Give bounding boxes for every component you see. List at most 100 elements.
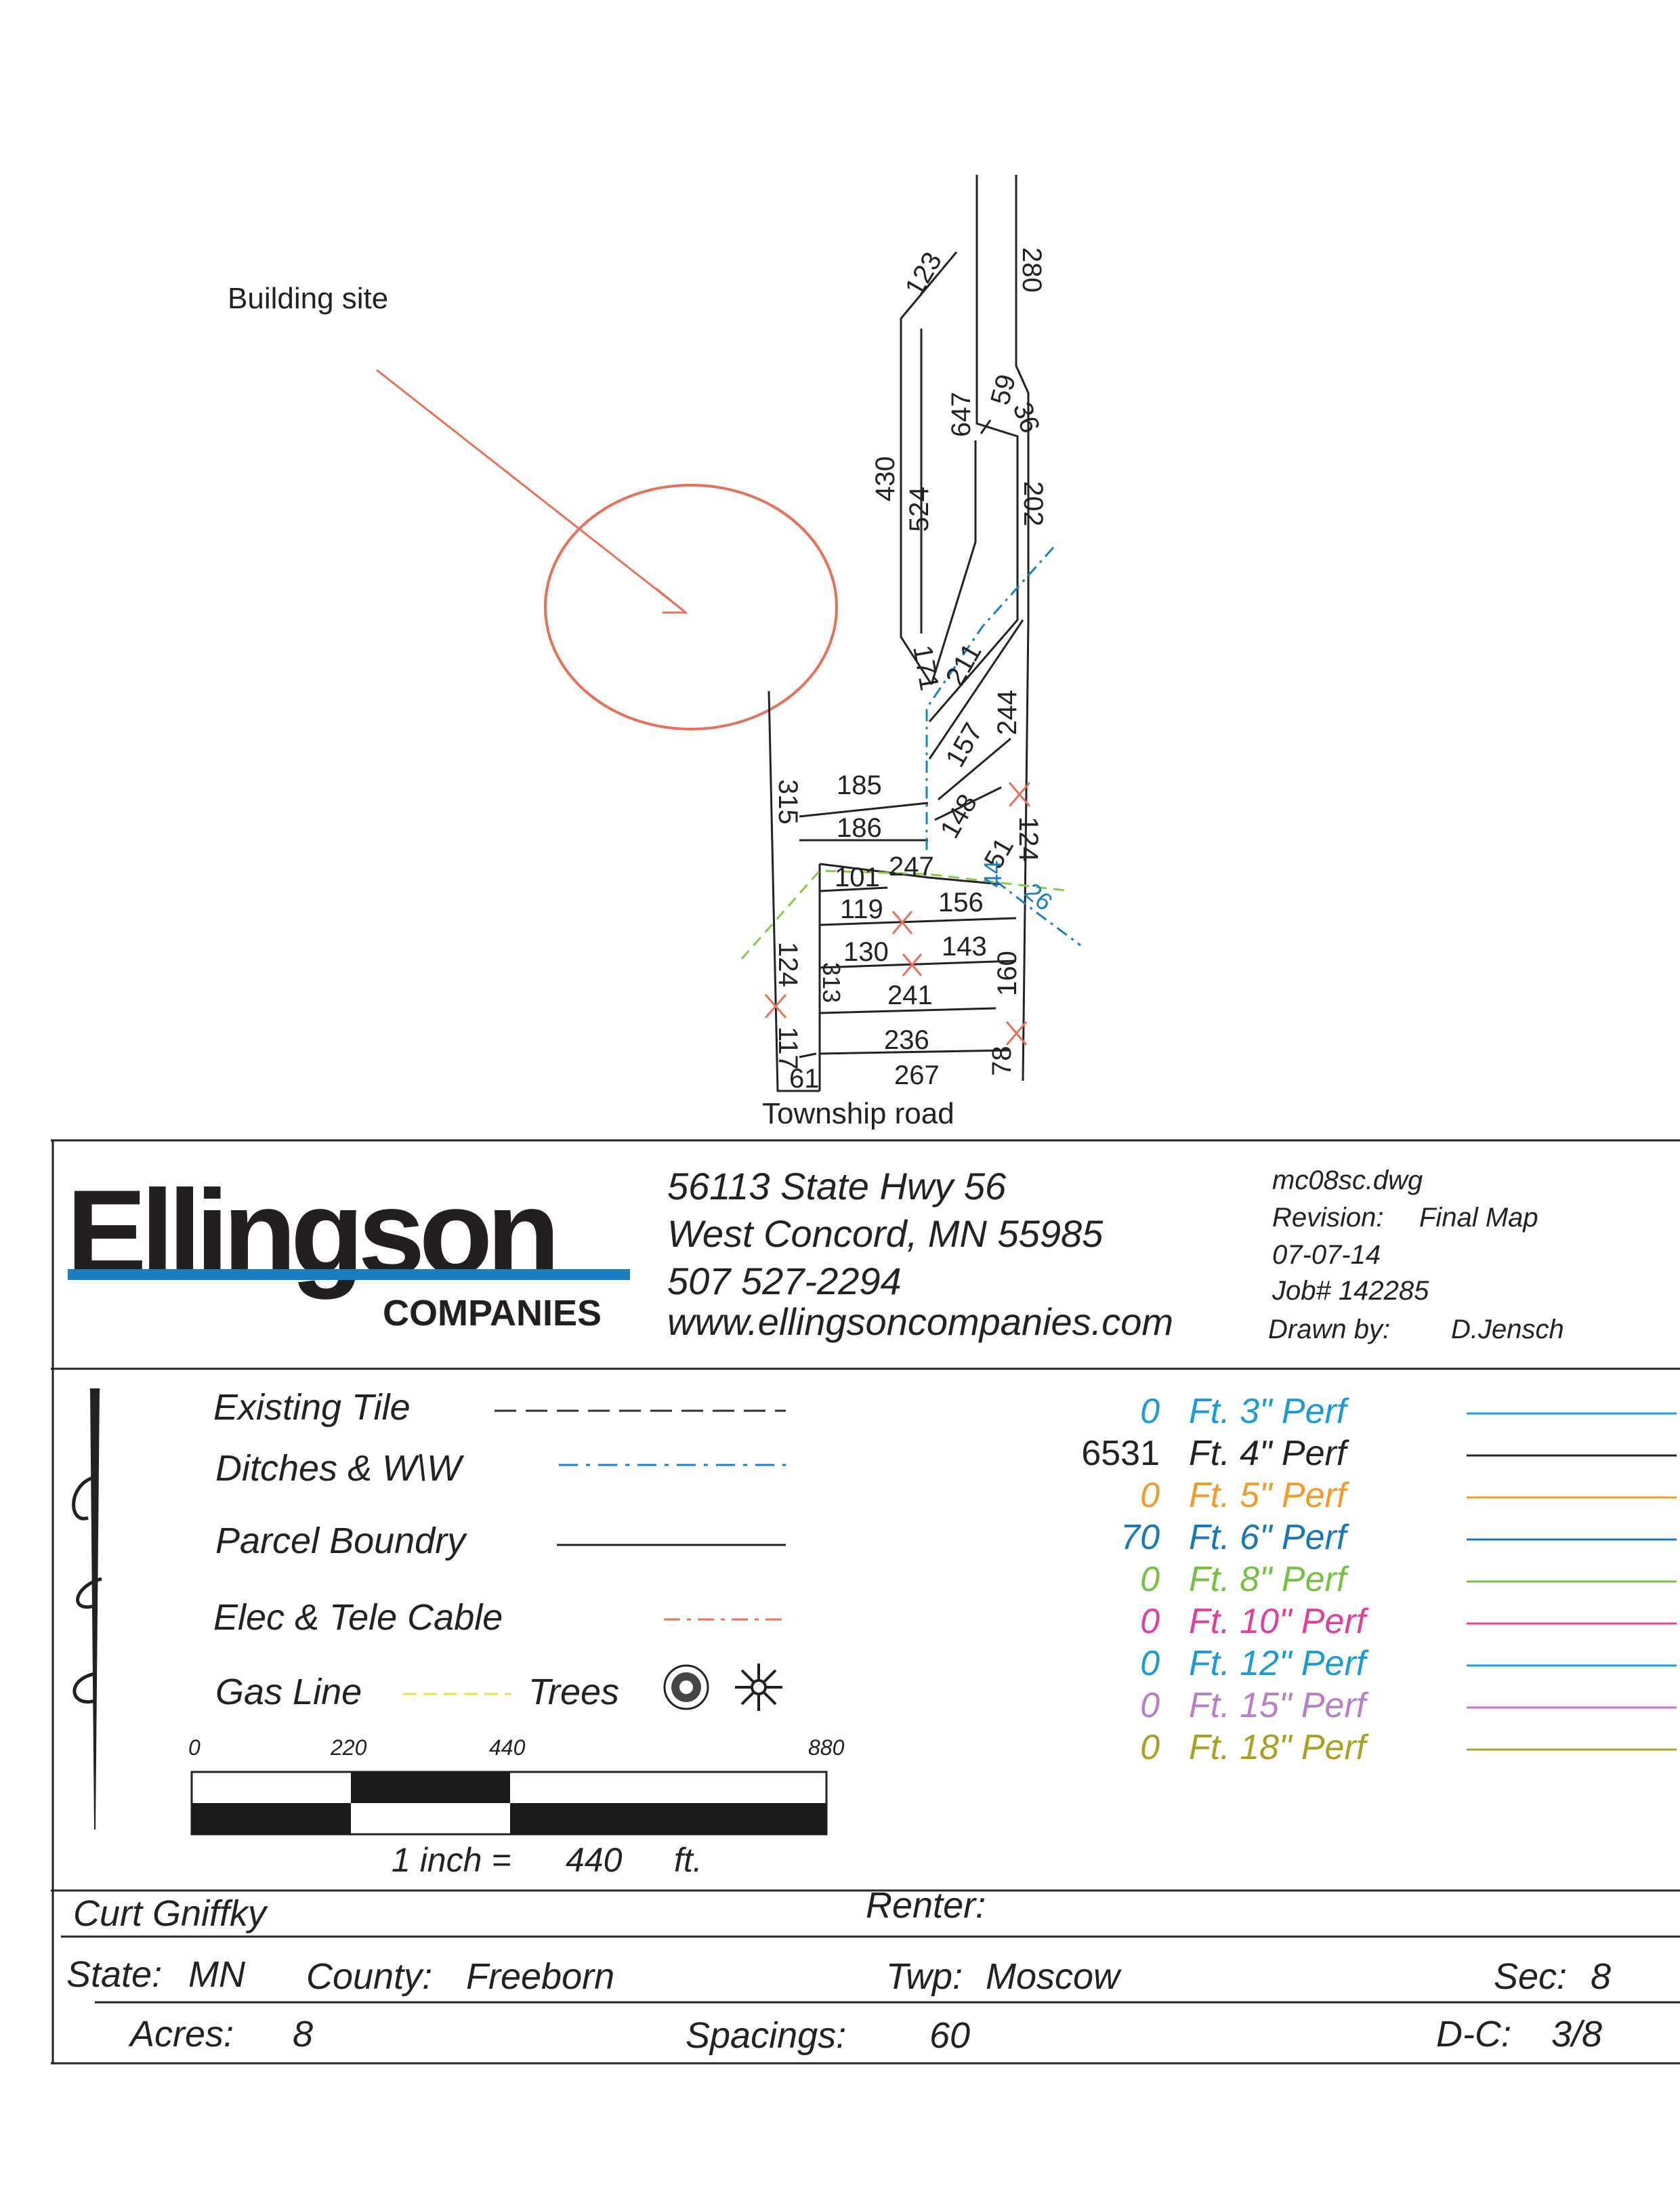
sec-value: 8 (1591, 1956, 1611, 1997)
dim-label: 124 (1013, 817, 1043, 862)
parcel-boundary (768, 175, 1030, 1092)
scale-bar: 0 220 440 880 1 inch = 440 ft. (188, 1735, 845, 1879)
company-logo: Ellingson COMPANIES (66, 1165, 630, 1334)
perf-label: Ft. 15" Perf (1189, 1686, 1369, 1725)
dim-label: 156 (938, 888, 984, 917)
dim-label: 185 (837, 770, 882, 800)
perf-label: Ft. 18" Perf (1189, 1728, 1369, 1767)
drawing-date: 07-07-14 (1272, 1240, 1381, 1270)
company-address-1: 56113 State Hwy 56 (667, 1165, 1007, 1207)
company-address-2: West Concord, MN 55985 (667, 1212, 1104, 1255)
company-contact: 56113 State Hwy 56 West Concord, MN 5598… (667, 1165, 1173, 1343)
perf-amount: 0 (1140, 1728, 1160, 1767)
dc-label: D-C: (1436, 2014, 1511, 2054)
tree-deciduous-icon (663, 1664, 709, 1710)
logo-water-bar (68, 1269, 630, 1280)
perf-label: Ft. 6" Perf (1189, 1518, 1349, 1557)
dim-label: 315 (773, 779, 803, 825)
twp-value: Moscow (986, 1956, 1122, 1997)
dim-label: 202 (1018, 481, 1048, 526)
legend-ditches: Ditches & W\W (215, 1448, 465, 1489)
perf-row: 0 Ft. 3" Perf (1140, 1392, 1677, 1431)
perf-amount: 0 (1140, 1602, 1160, 1641)
township-road-label: Township road (762, 1097, 954, 1130)
spacings-label: Spacings: (686, 2015, 846, 2056)
cable-crossings (764, 782, 1031, 1046)
perf-label: Ft. 8" Perf (1189, 1560, 1349, 1599)
sec-label: Sec: (1494, 1956, 1567, 1997)
dim-label: 130 (843, 937, 889, 967)
scale-tick: 0 (188, 1735, 201, 1760)
dim-label: 280 (1017, 247, 1047, 293)
acres-label: Acres: (128, 2014, 234, 2054)
dim-label: 430 (870, 456, 900, 501)
perf-row: 0 Ft. 8" Perf (1140, 1560, 1677, 1599)
spacings-value: 60 (929, 2015, 970, 2056)
twp-label: Twp: (886, 1956, 963, 1997)
owner-name: Curt Gniffky (73, 1893, 268, 1934)
state-value: MN (188, 1954, 246, 1995)
dim-label: 124 (773, 942, 803, 987)
gas-line (740, 869, 1071, 959)
dim-label: 647 (946, 392, 976, 437)
building-site-arrow (376, 369, 685, 613)
building-site-circle (544, 484, 838, 730)
renter-label: Renter: (866, 1885, 986, 1926)
dim-label: 186 (837, 813, 882, 843)
perf-label: Ft. 3" Perf (1189, 1392, 1349, 1431)
logo-subtitle: COMPANIES (383, 1293, 602, 1334)
scale-text: 1 inch = (392, 1841, 511, 1879)
file-name: mc08sc.dwg (1272, 1165, 1423, 1195)
perf-amount: 0 (1140, 1476, 1160, 1515)
legend-elec: Elec & Tele Cable (213, 1597, 503, 1638)
perf-amount: 0 (1140, 1560, 1160, 1599)
dim-label: 119 (840, 894, 883, 924)
job-number: Job# 142285 (1272, 1276, 1429, 1306)
dim-label: 524 (904, 487, 934, 532)
perf-row: 0 Ft. 15" Perf (1140, 1686, 1677, 1725)
scale-tick: 440 (489, 1735, 526, 1760)
building-site-arrowhead (655, 587, 689, 614)
scale-tick: 220 (330, 1735, 367, 1760)
county-label: County: (306, 1956, 432, 1997)
dim-label: 117 (773, 1027, 803, 1070)
legend-trees: Trees (528, 1672, 619, 1712)
tree-conifer-icon (735, 1664, 782, 1711)
perf-amount: 0 (1140, 1644, 1160, 1683)
dim-label: 61 (789, 1064, 820, 1094)
title-block-frame (51, 1139, 1680, 2065)
ornament (72, 1388, 102, 1830)
dim-label: 160 (992, 951, 1022, 996)
perf-row: 0 Ft. 18" Perf (1140, 1728, 1677, 1767)
dim-label: 143 (942, 932, 987, 962)
dim-label: 241 (887, 980, 933, 1010)
perf-amount: 0 (1140, 1686, 1160, 1725)
revision-label: Revision: (1272, 1203, 1384, 1233)
tile-map: Building site (228, 175, 1081, 1130)
perf-amount: 0 (1140, 1392, 1160, 1431)
drawn-by-value: D.Jensch (1451, 1315, 1564, 1344)
dim-label: 123 (900, 247, 948, 302)
scale-tick: 880 (808, 1735, 845, 1760)
dim-label: 244 (992, 690, 1022, 735)
perf-label: Ft. 12" Perf (1189, 1644, 1369, 1683)
legend-swatches (403, 1409, 786, 1695)
legend-gas: Gas Line (215, 1672, 362, 1712)
dim-label: 247 (889, 852, 934, 882)
perf-label: Ft. 5" Perf (1189, 1476, 1349, 1515)
company-website: www.ellingsoncompanies.com (667, 1300, 1173, 1343)
dc-value: 3/8 (1551, 2014, 1602, 2054)
perf-amount: 6531 (1081, 1434, 1160, 1473)
county-value: Freeborn (466, 1956, 614, 1997)
dim-label: 236 (884, 1025, 929, 1055)
legend-existing-tile: Existing Tile (213, 1387, 411, 1428)
field-info: Curt Gniffky Renter: State: MN County: F… (66, 1885, 1611, 2056)
scale-unit: ft. (674, 1841, 702, 1879)
company-phone: 507 527-2294 (667, 1260, 902, 1302)
building-site-label: Building site (228, 282, 388, 315)
drawn-by-label: Drawn by: (1268, 1315, 1390, 1344)
perf-row: 0 Ft. 12" Perf (1140, 1644, 1677, 1683)
